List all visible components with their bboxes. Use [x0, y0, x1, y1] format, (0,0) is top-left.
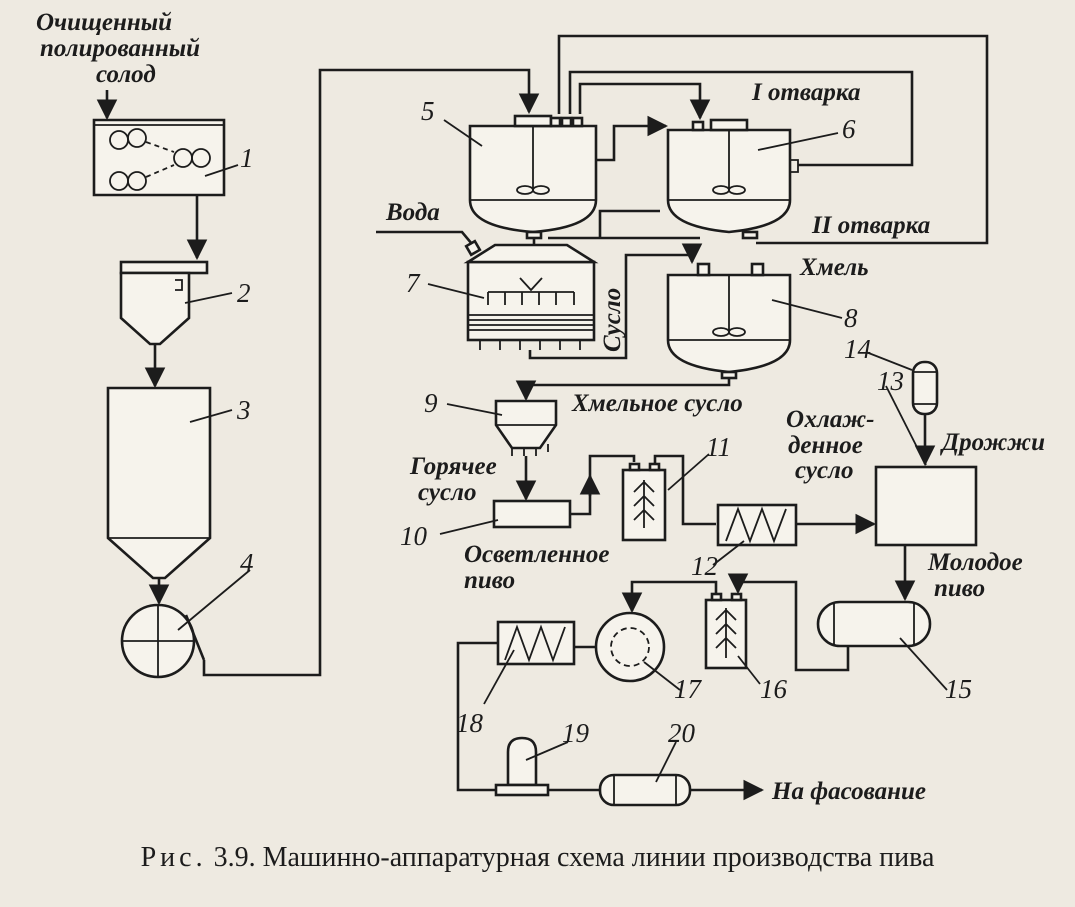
- equipment-15-lagering-tank: [816, 600, 932, 648]
- label-5: 5: [421, 96, 435, 126]
- label-12: 12: [691, 551, 718, 581]
- label-20: 20: [668, 718, 696, 748]
- label-11: 11: [706, 432, 731, 462]
- equipment-1-polishing-machine: [92, 118, 226, 197]
- input-malt-line-3: солод: [96, 61, 156, 88]
- equipment-6-mash-kettle: [666, 118, 799, 240]
- input-malt-line-1: Очищенный: [36, 9, 172, 36]
- label-1: 1: [240, 143, 254, 173]
- equipment-8-wort-kettle: [666, 262, 792, 380]
- cooled-wort-line-3: сусло: [795, 457, 853, 484]
- cooled-wort-line-2: денное: [788, 432, 863, 459]
- label-16: 16: [760, 674, 788, 704]
- figure-caption: Рис. 3.9. Машинно-аппаратурная схема лин…: [0, 842, 1075, 874]
- equipment-11-separator: [621, 462, 667, 542]
- hops-label: Хмель: [799, 254, 869, 281]
- hopped-wort-label: Хмельное сусло: [571, 390, 743, 417]
- yeast-label: Дрожжи: [940, 429, 1045, 456]
- equipment-7-lauter-tun: [463, 239, 599, 350]
- label-6: 6: [842, 114, 856, 144]
- equipment-17-filter: [594, 611, 666, 683]
- label-9: 9: [424, 388, 438, 418]
- label-19: 19: [562, 718, 590, 748]
- equipment-13-fermentation-tank: [874, 465, 978, 547]
- to-packaging-label: На фасование: [771, 778, 926, 805]
- wort-label: Сусло: [599, 288, 626, 352]
- label-4: 4: [240, 548, 254, 578]
- equipment-12-wort-cooler: [716, 503, 798, 547]
- young-beer-line-2: пиво: [934, 575, 985, 602]
- label-3: 3: [236, 395, 251, 425]
- label-15: 15: [945, 674, 972, 704]
- label-7: 7: [406, 268, 421, 298]
- equipment-19-tank: [494, 736, 550, 797]
- equipment-20-storage-tank: [598, 773, 692, 807]
- hot-wort-line-1: Горячее: [409, 453, 497, 480]
- label-10: 10: [400, 521, 428, 551]
- equipment-9-hop-separator: [494, 399, 558, 456]
- input-malt-line-2: полированный: [40, 35, 200, 62]
- cooled-wort-line-1: Охлаж-: [786, 406, 875, 433]
- water-label: Вода: [385, 199, 440, 226]
- label-17: 17: [674, 674, 703, 704]
- leader-lines: [177, 119, 948, 783]
- second-decoction-label: II отварка: [811, 212, 930, 239]
- young-beer-line-1: Молодое: [927, 549, 1023, 576]
- label-13: 13: [877, 366, 904, 396]
- equipment-10-hot-wort-tank: [492, 499, 572, 529]
- label-2: 2: [237, 278, 251, 308]
- caption-prefix: Рис.: [140, 842, 207, 873]
- label-14: 14: [844, 334, 871, 364]
- equipment-numbers: 1 2 3 4 5 6 7 8 9 10 11 12 13 14 15 16 1…: [236, 96, 972, 748]
- equipment-14-yeast-propagator: [911, 360, 939, 416]
- equipment-16-separator: [704, 592, 748, 670]
- equipment-3-grist-bunker: [106, 386, 212, 580]
- equipment-4-scales: [120, 603, 196, 679]
- clarified-beer-line-2: пиво: [464, 567, 515, 594]
- equipment-5-mash-tun: [468, 114, 598, 240]
- equipment-2-hopper: [119, 260, 209, 346]
- first-decoction-label: I отварка: [751, 79, 860, 106]
- hot-wort-line-2: сусло: [418, 479, 476, 506]
- label-18: 18: [456, 708, 484, 738]
- caption-text: 3.9. Машинно-аппаратурная схема линии пр…: [213, 842, 935, 873]
- pipelines: [96, 34, 989, 801]
- clarified-beer-line-1: Осветленное: [464, 541, 610, 568]
- label-8: 8: [844, 303, 858, 333]
- flow-labels: Очищенный полированный солод Вода I отва…: [36, 9, 1045, 805]
